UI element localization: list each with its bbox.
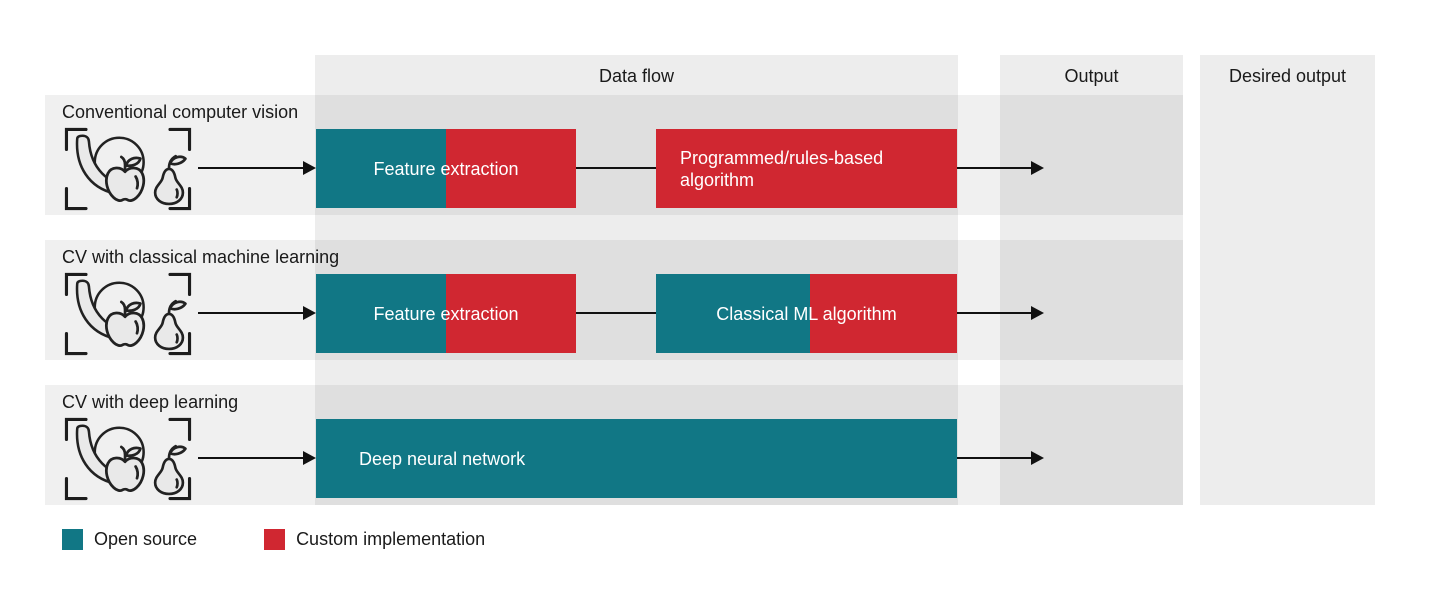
stage-feature-extraction: Feature extraction [316, 129, 576, 208]
apple-icon [1087, 431, 1122, 472]
fruit-scan-icon [63, 272, 193, 356]
output-column-band [1000, 55, 1183, 505]
custom-segment [656, 129, 957, 208]
flow-arrow [957, 451, 1044, 465]
flow-arrow [957, 306, 1044, 320]
row-classical-ml: CV with classical machine learning Featu… [45, 240, 1183, 360]
output-icons [1000, 127, 1183, 213]
fruit-scan-icon [63, 417, 193, 501]
custom-segment [446, 274, 576, 353]
row-conventional-cv: Conventional computer vision Feature ext… [45, 95, 1183, 215]
flow-arrow [198, 306, 316, 320]
custom-segment [810, 274, 957, 353]
orange-icon [1045, 150, 1080, 186]
stage-programmed-algorithm: Programmed/rules-based algorithm [656, 129, 957, 208]
stage-label: Programmed/rules-based algorithm [680, 147, 884, 190]
pear-icon [1134, 140, 1164, 186]
output-icons [1000, 272, 1183, 358]
open-source-segment [316, 129, 446, 208]
row-label: CV with classical machine learning [62, 247, 340, 267]
flow-arrow [198, 161, 316, 175]
apple-icon [1067, 286, 1102, 327]
legend-item-custom-implementation: Custom implementation [264, 529, 485, 550]
row-label: Conventional computer vision [62, 102, 299, 122]
open-source-swatch [62, 529, 83, 550]
flow-arrow [198, 451, 316, 465]
stage-feature-extraction: Feature extraction [316, 274, 576, 353]
stage-label: Deep neural network [359, 448, 526, 469]
flow-arrow [957, 161, 1044, 175]
data-flow-header: Data flow [598, 65, 675, 86]
desired-output-apple-icon [1271, 285, 1307, 327]
custom-segment [446, 129, 576, 208]
stage-deep-neural-network: Deep neural network [316, 419, 957, 498]
open-source-segment [316, 274, 446, 353]
row-band-classical-ml [45, 240, 1183, 360]
open-source-segment [656, 274, 811, 353]
custom-implementation-swatch [264, 529, 286, 550]
legend-label: Custom implementation [296, 529, 486, 549]
legend-label: Open source [94, 529, 198, 549]
row-label: CV with deep learning [62, 392, 239, 412]
output-header: Output [1064, 65, 1119, 86]
desired-output-header: Desired output [1228, 65, 1347, 86]
row-band-conventional-cv [45, 95, 1183, 215]
apple-icon [1088, 141, 1124, 182]
output-icons [1000, 417, 1183, 503]
legend: Open source Custom implementation [62, 529, 485, 550]
stage-label: Feature extraction [373, 303, 519, 324]
fruit-scan-icon [63, 127, 193, 211]
row-deep-learning: CV with deep learning Deep neural networ… [45, 385, 1183, 505]
open-source-segment [316, 419, 957, 498]
stage-label: Feature extraction [373, 158, 519, 179]
stage-label: Classical ML algorithm [716, 303, 897, 324]
stage-classical-ml-algorithm: Classical ML algorithm [656, 274, 957, 353]
pear-icon [1113, 285, 1143, 331]
legend-item-open-source: Open source [62, 529, 197, 550]
desired-output-column-band [1200, 55, 1375, 505]
